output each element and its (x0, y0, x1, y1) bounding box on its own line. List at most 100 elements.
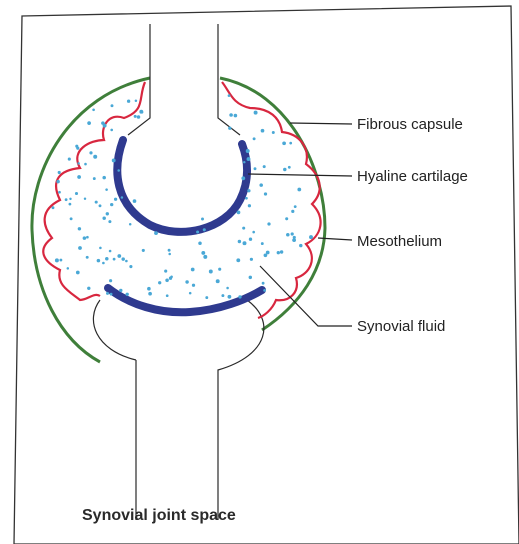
synovial-fluid-dot (133, 199, 137, 203)
label-synovial-fluid: Synovial fluid (357, 318, 445, 335)
synovial-fluid-dot (154, 231, 158, 235)
synovial-fluid-dot (248, 204, 251, 207)
hyaline-cartilage-lower (108, 288, 262, 312)
synovial-fluid-dot (77, 162, 80, 165)
synovial-fluid-dot (83, 236, 87, 240)
fibrous-capsule-outline (32, 78, 150, 362)
synovial-fluid-dot (59, 259, 62, 262)
synovial-fluid-dot (65, 198, 68, 201)
synovial-fluid-dot (55, 258, 59, 262)
synovial-fluid-dot (93, 155, 97, 159)
synovial-fluid-dot (264, 253, 268, 257)
synovial-fluid-dot (262, 282, 265, 285)
synovial-fluid-dot (243, 241, 247, 245)
synovial-fluid-dot (263, 165, 266, 168)
synovial-fluid-dot (286, 233, 290, 237)
synovial-fluid-dot (228, 94, 231, 97)
synovial-fluid-dot (84, 197, 86, 199)
synovial-fluid-dot (106, 292, 109, 295)
synovial-fluid-dot (259, 183, 263, 187)
synovial-fluid-dot (56, 180, 59, 183)
synovial-fluid-dot (117, 169, 120, 172)
synovial-fluid-dot (87, 287, 90, 290)
synovial-fluid-dot (282, 141, 286, 145)
synovial-fluid-dot (105, 188, 108, 191)
synovial-fluid-dot (111, 104, 114, 107)
synovial-fluid-dot (58, 191, 61, 194)
synovial-fluid-dot (254, 111, 258, 115)
synovial-fluid-dot (291, 232, 294, 235)
synovial-fluid-dot (234, 114, 238, 118)
synovial-fluid-dot (229, 113, 233, 117)
synovial-fluid-dot (126, 293, 129, 296)
synovial-fluid-dot (89, 151, 92, 154)
synovial-fluid-dot (113, 258, 116, 261)
synovial-fluid-dot (264, 192, 267, 195)
synovial-fluid-dot (245, 197, 248, 200)
synovial-fluid-dot (77, 175, 81, 179)
synovial-fluid-dot (168, 249, 171, 252)
synovial-fluid-dot (105, 257, 109, 261)
synovial-fluid-dot (238, 295, 241, 298)
synovial-fluid-dot (68, 158, 71, 161)
synovial-fluid-dot (75, 192, 78, 195)
synovial-fluid-dot (67, 267, 70, 270)
synovial-fluid-dot (166, 294, 169, 297)
synovial-fluid-dot (226, 287, 229, 290)
synovial-fluid-dot (135, 100, 138, 103)
synovial-fluid-dot (147, 287, 151, 291)
synovial-fluid-dot (249, 276, 252, 279)
synovial-fluid-dot (158, 281, 161, 284)
synovial-fluid-dot (198, 241, 202, 245)
synovial-fluid-dot (201, 251, 205, 255)
synovial-fluid-dot (283, 168, 286, 171)
hyaline-cartilage-upper (117, 140, 247, 232)
synovial-fluid-dot (87, 121, 91, 125)
synovial-fluid-dot (142, 249, 145, 252)
synovial-fluid-dot (99, 204, 102, 207)
synovial-fluid-dot (209, 270, 213, 274)
synovial-fluid-dot (254, 167, 257, 170)
synovial-fluid-dot (76, 147, 79, 150)
synovial-fluid-dot (201, 218, 204, 221)
synovial-fluid-dot (203, 228, 206, 231)
synovial-fluid-dot (246, 149, 250, 153)
synovial-fluid-dot (99, 247, 102, 250)
synovial-fluid-dot (114, 198, 117, 201)
synovial-fluid-dot (112, 158, 116, 162)
synovial-fluid-dot (110, 203, 113, 206)
synovial-fluid-dot (221, 294, 224, 297)
synovial-fluid-dot (242, 227, 245, 230)
synovial-fluid-dot (69, 203, 72, 206)
synovial-fluid-dot (277, 251, 280, 254)
synovial-fluid-dot (102, 176, 106, 180)
synovial-fluid-dot (102, 216, 105, 219)
synovial-fluid-dot (119, 289, 122, 292)
synovial-fluid-dot (237, 211, 241, 215)
synovial-fluid-dot (250, 258, 253, 261)
synovial-fluid-dot (58, 171, 61, 174)
synovial-fluid-dot (247, 157, 251, 161)
synovial-fluid-dot (192, 284, 195, 287)
synovial-fluid-dot (261, 129, 265, 133)
synovial-fluid-dot (228, 295, 232, 299)
synovial-fluid-dot (109, 250, 112, 253)
synovial-fluid-dot (78, 227, 81, 230)
synovial-fluid-dot (137, 115, 141, 119)
synovial-fluid-dot (205, 296, 208, 299)
synovial-fluid-dot (309, 235, 313, 239)
synovial-fluid-dot (125, 260, 128, 263)
synovial-fluid-dot (134, 115, 137, 118)
synovial-fluid-dot (93, 177, 96, 180)
synovial-fluid-dot (285, 217, 288, 220)
synovial-fluid-dot (110, 129, 113, 132)
synovial-fluid-dot (263, 289, 266, 292)
synovial-fluid-dot (252, 231, 255, 234)
leader-fibrous-capsule (290, 123, 352, 124)
synovial-fluid-dot (69, 198, 71, 200)
synovial-fluid-dot (86, 236, 89, 239)
synovial-fluid-dot (165, 279, 169, 283)
synovial-fluid-dot (261, 242, 264, 245)
synovial-fluid-dot (272, 131, 275, 134)
